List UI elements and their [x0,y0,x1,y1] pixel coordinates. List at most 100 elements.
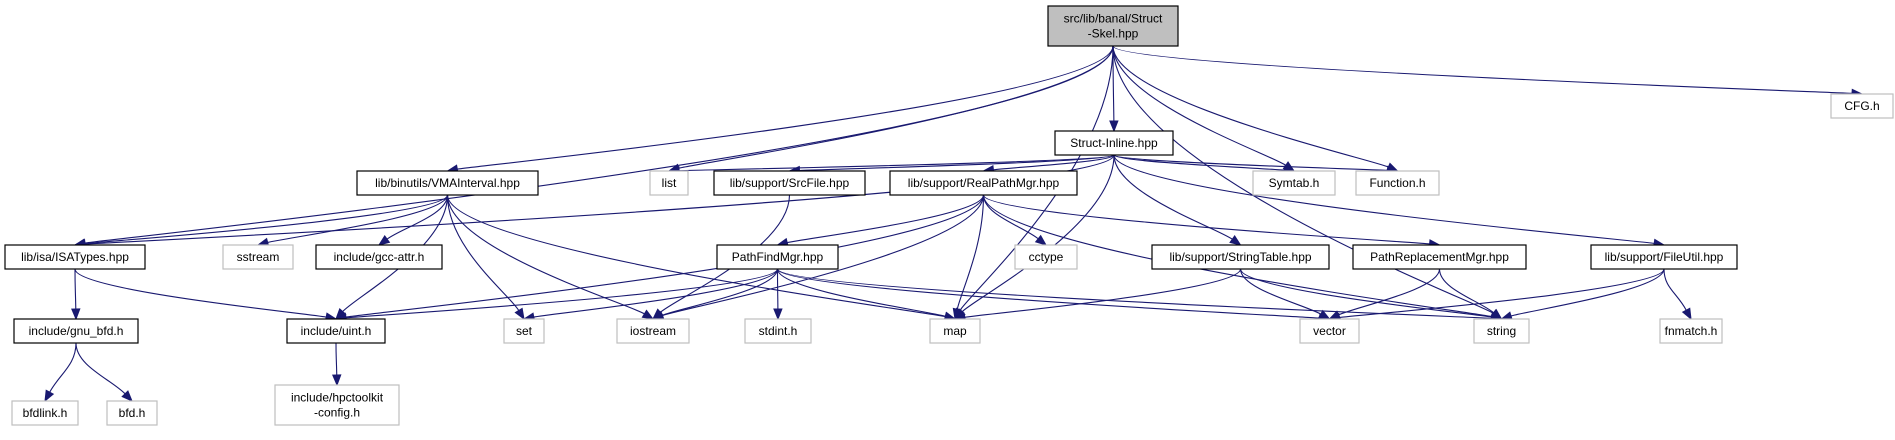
node-label: include/uint.h [301,324,372,338]
node-root[interactable]: src/lib/banal/Struct-Skel.hpp [1047,5,1179,47]
node-label: -config.h [314,406,360,420]
edge-line [533,268,779,318]
edge-line [446,194,520,311]
node-sstream: sstream [222,244,294,270]
node-label: bfdlink.h [23,406,68,420]
edge-line [776,268,946,317]
edge-line [345,194,985,318]
node-label: cctype [1029,250,1064,264]
edge-isatypes-to-uint [74,268,338,322]
arrowhead-icon [1681,307,1692,321]
edge-line [776,268,1492,319]
edge-line [84,154,1115,245]
node-box [616,318,690,344]
node-stringtable[interactable]: lib/support/StringTable.hpp [1151,244,1330,270]
node-iostream: iostream [616,318,690,344]
edge-vmainterval-to-set [446,194,525,321]
node-stdint: stdint.h [744,318,812,344]
edge-line [84,194,449,245]
node-box [1299,318,1360,344]
node-label: Struct-Inline.hpp [1070,136,1158,150]
node-label: include/hpctoolkit [291,391,384,405]
arrowhead-icon [44,389,55,403]
node-map: map [929,318,981,344]
node-vector: vector [1299,318,1360,344]
edge-line [982,194,1492,318]
node-box [1590,244,1738,270]
node-box [1352,244,1527,270]
node-isatypes[interactable]: lib/isa/ISATypes.hpp [4,244,146,270]
edge-line [1112,45,1494,314]
node-box [1151,244,1330,270]
arrowhead-icon [121,390,133,402]
edge-line [446,194,946,318]
node-pathreplacementmgr[interactable]: PathReplacementMgr.hpp [1352,244,1527,270]
edge-line [982,194,1430,245]
edge-fileutil-to-string [1500,268,1665,321]
node-srcfile[interactable]: lib/support/SrcFile.hpp [713,170,866,196]
node-label: lib/isa/ISATypes.hpp [21,250,129,264]
node-list: list [649,170,689,196]
node-realpathmgr[interactable]: lib/support/RealPathMgr.hpp [889,170,1078,196]
edge-pathfindmgr-to-set [522,268,779,322]
edge-line [1239,268,1322,315]
node-hpctoolkit-config: include/hpctoolkit-config.h [274,384,400,426]
node-box [13,318,139,344]
node-cfg: CFG.h [1830,93,1894,119]
node-uint[interactable]: include/uint.h [286,318,386,344]
edge-line [964,268,1242,318]
edge-stringtable-to-vector [1239,268,1331,320]
node-gnubfd[interactable]: include/gnu_bfd.h [13,318,139,344]
edge-line [49,342,77,393]
node-label: fnmatch.h [1665,324,1718,338]
node-label: lib/binutils/VMAInterval.hpp [375,176,520,190]
node-pathfindmgr[interactable]: PathFindMgr.hpp [716,244,839,270]
node-fileutil[interactable]: lib/support/FileUtil.hpp [1590,244,1738,270]
edge-line [678,45,1114,169]
node-box [11,400,79,426]
edge-struct_inline-to-isatypes [73,154,1115,249]
node-label: Function.h [1369,176,1425,190]
edge-gnubfd-to-bfdlink [44,342,77,403]
edge-stringtable-to-map [953,268,1242,322]
edge-line [1113,154,1233,240]
edge-gnubfd-to-bfd [75,342,133,402]
node-box [1054,130,1174,156]
node-symtab: Symtab.h [1252,170,1336,196]
arrowhead-icon [332,374,342,387]
node-label: string [1487,324,1516,338]
edge-line [74,268,77,310]
arrowhead-icon [1034,234,1048,246]
node-vmainterval[interactable]: lib/binutils/VMAInterval.hpp [356,170,539,196]
node-box [503,318,545,344]
node-label: lib/support/FileUtil.hpp [1605,250,1724,264]
edge-line [1112,45,1287,166]
edge-struct_inline-to-stringtable [1113,154,1242,246]
arrowhead-icon [1490,308,1503,320]
arrowhead-icon [514,307,525,321]
edge-line [678,154,1115,172]
node-string: string [1473,318,1530,344]
edge-line [84,45,1114,244]
edge-line [446,194,645,315]
node-box [356,170,539,196]
node-box [1014,244,1078,270]
node-struct-inline[interactable]: Struct-Inline.hpp [1054,130,1174,156]
edge-root-to-vmainterval [446,45,1114,174]
edge-line [1339,268,1665,319]
edge-line [959,45,1114,311]
arrowhead-icon [1109,120,1119,133]
edge-realpathmgr-to-pathfindmgr [776,194,985,248]
edge-realpathmgr-to-map [952,194,985,321]
node-fnmatch: fnmatch.h [1659,318,1723,344]
node-gccattr[interactable]: include/gcc-attr.h [315,244,443,270]
node-label: PathFindMgr.hpp [732,250,824,264]
edge-vmainterval-to-isatypes [73,194,449,249]
node-label: iostream [630,324,676,338]
node-box [929,318,981,344]
node-label: stdint.h [759,324,798,338]
node-box [713,170,866,196]
node-box [716,244,839,270]
edge-line [1112,45,1389,168]
edge-pathfindmgr-to-vector [776,268,1331,323]
